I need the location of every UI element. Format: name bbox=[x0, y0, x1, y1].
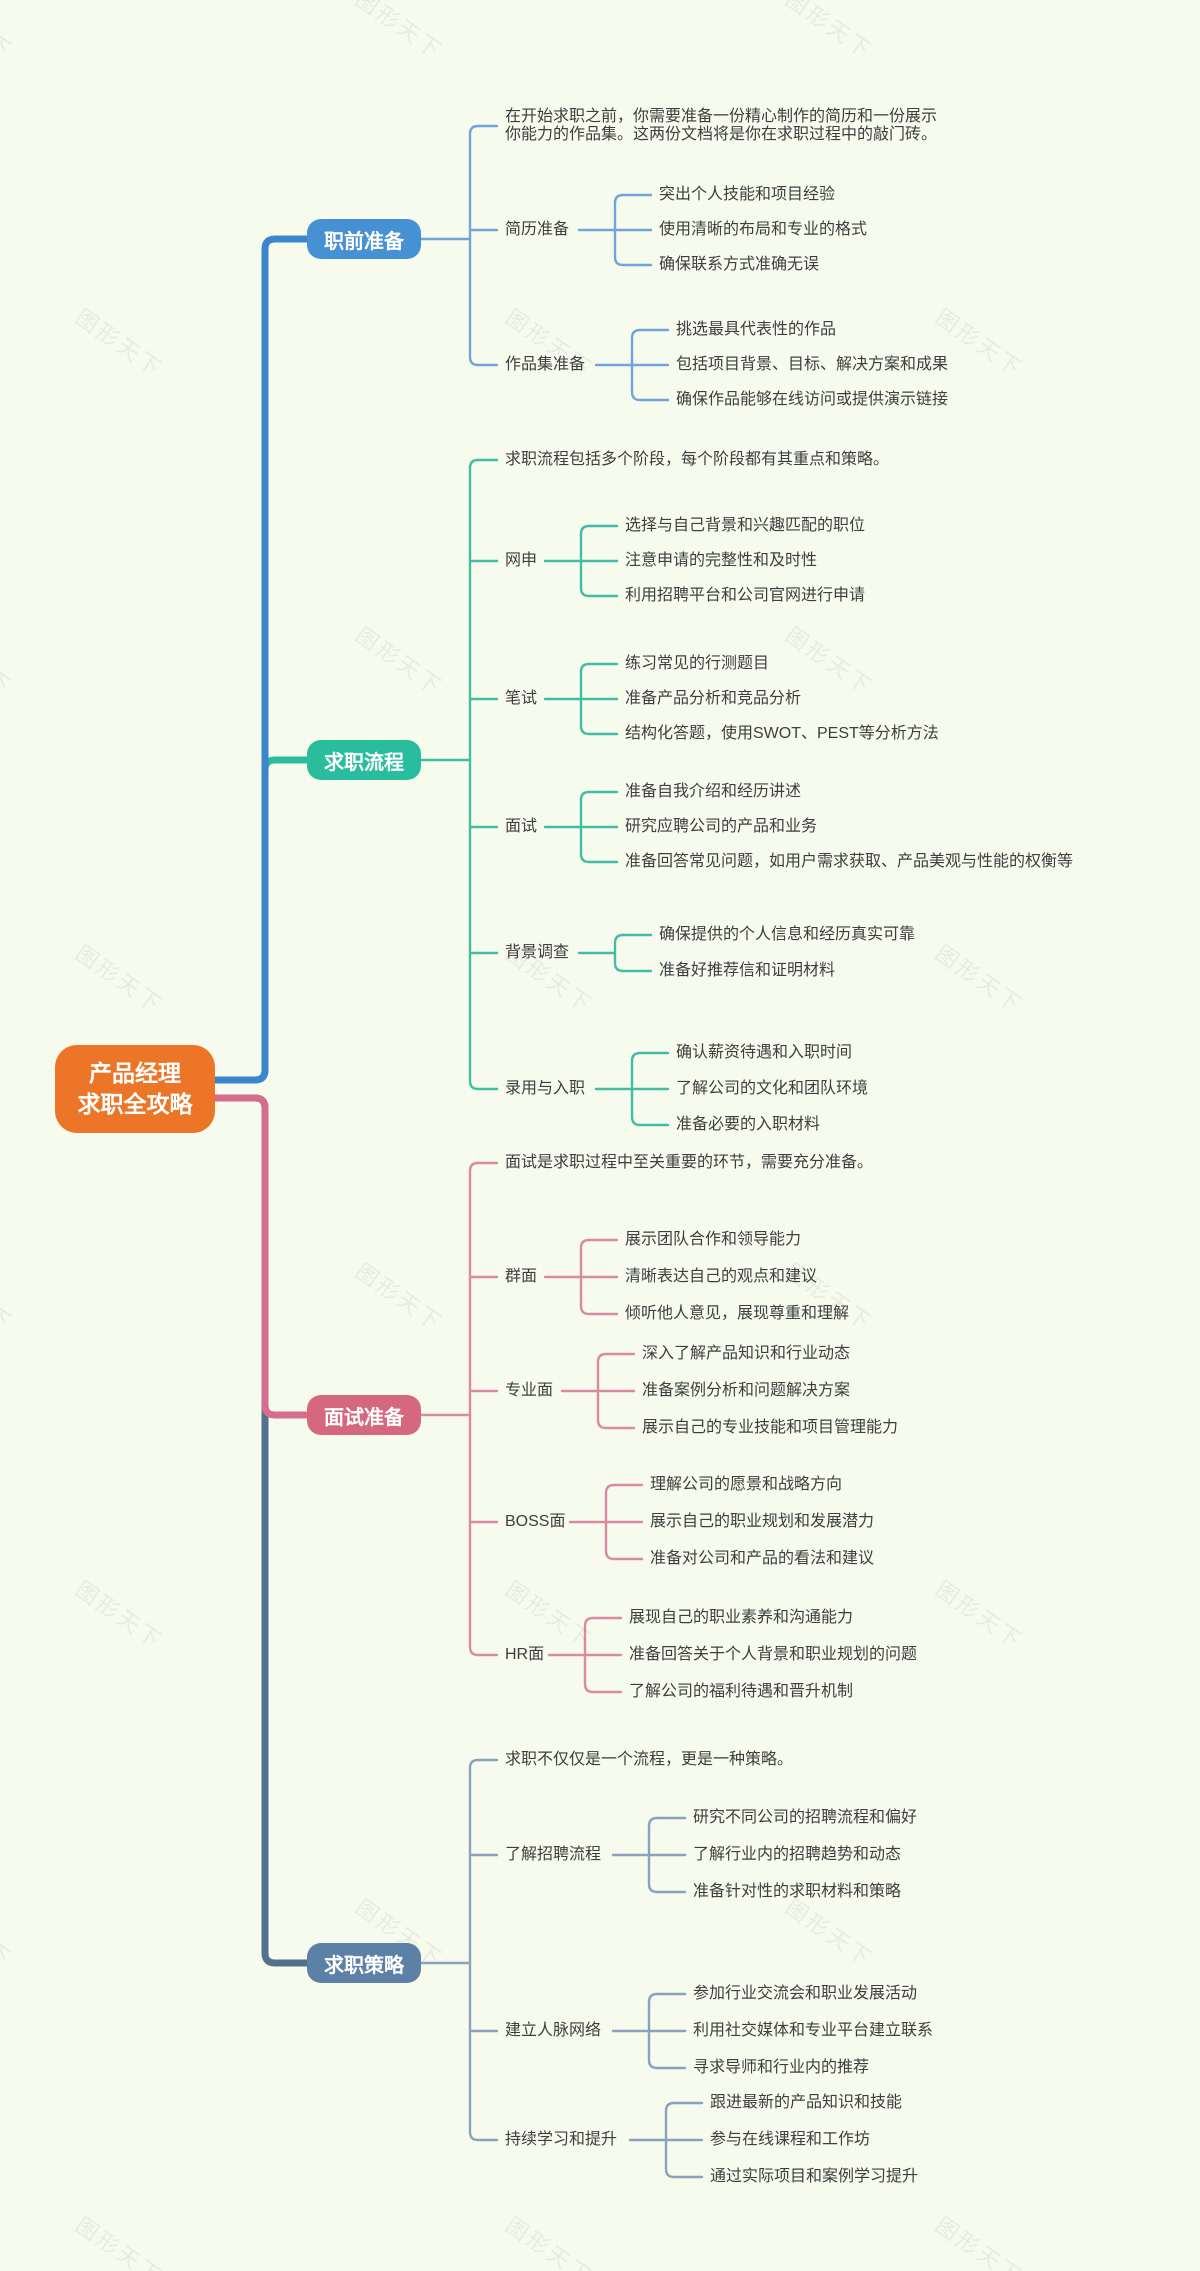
leaf-topic[interactable]: 确认薪资待遇和入职时间 bbox=[676, 1044, 853, 1061]
root-topic-line2: 求职全攻略 bbox=[77, 1091, 193, 1117]
subtopic[interactable]: 作品集准备 bbox=[505, 356, 586, 373]
leaf-topic[interactable]: 确保作品能够在线访问或提供演示链接 bbox=[676, 391, 949, 408]
leaf-topic[interactable]: 注意申请的完整性和及时性 bbox=[625, 552, 818, 569]
leaf-topic[interactable]: 了解公司的文化和团队环境 bbox=[676, 1080, 869, 1097]
leaf-topic[interactable]: 参加行业交流会和职业发展活动 bbox=[693, 1985, 918, 2002]
leaf-topic[interactable]: 包括项目背景、目标、解决方案和成果 bbox=[676, 356, 949, 373]
leaf-topic[interactable]: 挑选最具代表性的作品 bbox=[676, 321, 837, 338]
subtopic[interactable]: 录用与入职 bbox=[505, 1080, 586, 1097]
leaf-topic[interactable]: 展示团队合作和领导能力 bbox=[625, 1231, 802, 1248]
leaf-topic[interactable]: 研究应聘公司的产品和业务 bbox=[625, 818, 818, 835]
branch-note[interactable]: 面试是求职过程中至关重要的环节，需要充分准备。 bbox=[505, 1154, 874, 1171]
leaf-topic[interactable]: 准备针对性的求职材料和策略 bbox=[693, 1883, 902, 1900]
subtopic[interactable]: 建立人脉网络 bbox=[505, 2022, 602, 2039]
leaf-topic[interactable]: 倾听他人意见，展现尊重和理解 bbox=[625, 1305, 850, 1322]
subtopic[interactable]: 群面 bbox=[505, 1268, 538, 1285]
branch-note[interactable]: 求职流程包括多个阶段，每个阶段都有其重点和策略。 bbox=[505, 451, 890, 468]
leaf-topic[interactable]: 准备必要的入职材料 bbox=[676, 1116, 821, 1133]
leaf-topic[interactable]: 展示自己的专业技能和项目管理能力 bbox=[642, 1419, 899, 1436]
leaf-topic[interactable]: 利用招聘平台和公司官网进行申请 bbox=[625, 587, 866, 604]
leaf-topic[interactable]: 利用社交媒体和专业平台建立联系 bbox=[693, 2022, 934, 2039]
branch-note[interactable]: 求职不仅仅是一个流程，更是一种策略。 bbox=[505, 1751, 794, 1768]
leaf-topic[interactable]: 了解行业内的招聘趋势和动态 bbox=[693, 1846, 902, 1863]
subtopic[interactable]: HR面 bbox=[505, 1646, 545, 1663]
leaf-topic[interactable]: 深入了解产品知识和行业动态 bbox=[642, 1345, 851, 1362]
leaf-topic[interactable]: 准备回答常见问题，如用户需求获取、产品美观与性能的权衡等 bbox=[625, 853, 1074, 870]
leaf-topic[interactable]: 理解公司的愿景和战略方向 bbox=[650, 1476, 843, 1493]
leaf-topic[interactable]: 使用清晰的布局和专业的格式 bbox=[659, 221, 868, 238]
subtopic[interactable]: 简历准备 bbox=[505, 221, 570, 238]
subtopic[interactable]: 背景调查 bbox=[505, 944, 570, 961]
subtopic[interactable]: BOSS面 bbox=[505, 1513, 566, 1530]
leaf-topic[interactable]: 参与在线课程和工作坊 bbox=[710, 2131, 871, 2148]
subtopic[interactable]: 面试 bbox=[505, 818, 538, 835]
root-topic[interactable]: 产品经理 求职全攻略 bbox=[55, 1045, 215, 1133]
subtopic[interactable]: 网申 bbox=[505, 552, 538, 569]
leaf-topic[interactable]: 研究不同公司的招聘流程和偏好 bbox=[693, 1809, 918, 1826]
leaf-topic[interactable]: 寻求导师和行业内的推荐 bbox=[693, 2059, 870, 2076]
leaf-topic[interactable]: 确保提供的个人信息和经历真实可靠 bbox=[659, 926, 916, 943]
branch-note[interactable]: 在开始求职之前，你需要准备一份精心制作的简历和一份展示你能力的作品集。这两份文档… bbox=[505, 108, 938, 143]
branch-topic-2[interactable]: 求职流程 bbox=[307, 740, 421, 780]
leaf-topic[interactable]: 跟进最新的产品知识和技能 bbox=[710, 2094, 903, 2111]
leaf-topic[interactable]: 准备产品分析和竞品分析 bbox=[625, 690, 802, 707]
branch-topic-4[interactable]: 求职策略 bbox=[307, 1943, 421, 1983]
root-topic-line1: 产品经理 bbox=[89, 1059, 181, 1086]
leaf-topic[interactable]: 确保联系方式准确无误 bbox=[659, 256, 820, 273]
subtopic[interactable]: 笔试 bbox=[505, 690, 538, 707]
leaf-topic[interactable]: 展现自己的职业素养和沟通能力 bbox=[629, 1609, 854, 1626]
branch-topic-1[interactable]: 职前准备 bbox=[307, 219, 421, 259]
leaf-topic[interactable]: 突出个人技能和项目经验 bbox=[659, 186, 836, 203]
leaf-topic[interactable]: 准备回答关于个人背景和职业规划的问题 bbox=[629, 1646, 918, 1663]
branch-topic-3[interactable]: 面试准备 bbox=[307, 1395, 421, 1435]
leaf-topic[interactable]: 结构化答题，使用SWOT、PEST等分析方法 bbox=[625, 725, 939, 742]
subtopic[interactable]: 专业面 bbox=[505, 1382, 554, 1399]
leaf-topic[interactable]: 准备好推荐信和证明材料 bbox=[659, 962, 836, 979]
leaf-topic[interactable]: 准备案例分析和问题解决方案 bbox=[642, 1382, 851, 1399]
leaf-topic[interactable]: 展示自己的职业规划和发展潜力 bbox=[650, 1513, 875, 1530]
leaf-topic[interactable]: 练习常见的行测题目 bbox=[625, 655, 770, 672]
leaf-topic[interactable]: 选择与自己背景和兴趣匹配的职位 bbox=[625, 517, 866, 534]
leaf-topic[interactable]: 了解公司的福利待遇和晋升机制 bbox=[629, 1683, 854, 1700]
subtopic[interactable]: 持续学习和提升 bbox=[505, 2131, 618, 2148]
subtopic[interactable]: 了解招聘流程 bbox=[505, 1846, 602, 1863]
leaf-topic[interactable]: 准备对公司和产品的看法和建议 bbox=[650, 1550, 875, 1567]
leaf-topic[interactable]: 通过实际项目和案例学习提升 bbox=[710, 2168, 919, 2185]
leaf-topic[interactable]: 准备自我介绍和经历讲述 bbox=[625, 783, 802, 800]
leaf-topic[interactable]: 清晰表达自己的观点和建议 bbox=[625, 1268, 818, 1285]
